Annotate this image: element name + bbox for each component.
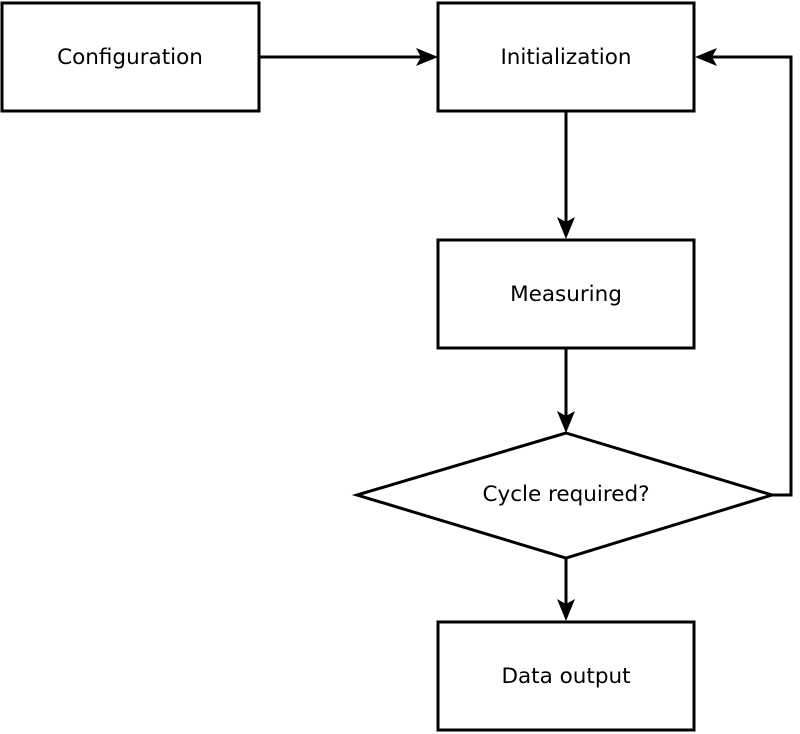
- node-data-output-label: Data output: [501, 664, 630, 689]
- node-cycle-required[interactable]: Cycle required?: [351, 431, 778, 560]
- arrow-head-icon: [557, 411, 575, 433]
- node-initialization[interactable]: Initialization: [436, 1, 696, 113]
- edge-line: [705, 55, 793, 497]
- edge-cycle-data-output: [557, 558, 575, 621]
- edge-initialization-measuring: [557, 112, 575, 239]
- node-configuration-label: Configuration: [57, 45, 203, 70]
- arrow-head-icon: [695, 48, 717, 66]
- arrow-head-icon: [557, 217, 575, 239]
- node-data-output[interactable]: Data output: [436, 620, 696, 732]
- node-configuration[interactable]: Configuration: [0, 1, 261, 113]
- node-measuring-label: Measuring: [510, 282, 622, 307]
- node-initialization-shape[interactable]: [436, 1, 696, 113]
- edge-configuration-initialization: [259, 48, 438, 66]
- node-measuring-shape[interactable]: [436, 238, 696, 350]
- arrow-head-icon: [416, 48, 438, 66]
- edge-measuring-cycle: [557, 348, 575, 433]
- node-cycle-required-label: Cycle required?: [482, 482, 649, 507]
- edge-cycle-initialization-feedback: [695, 48, 793, 497]
- node-measuring[interactable]: Measuring: [436, 238, 696, 350]
- node-initialization-label: Initialization: [500, 45, 631, 70]
- arrow-head-icon: [557, 599, 575, 621]
- node-configuration-shape[interactable]: [0, 1, 261, 113]
- node-cycle-required-shape[interactable]: [351, 431, 778, 560]
- node-data-output-shape[interactable]: [436, 620, 696, 732]
